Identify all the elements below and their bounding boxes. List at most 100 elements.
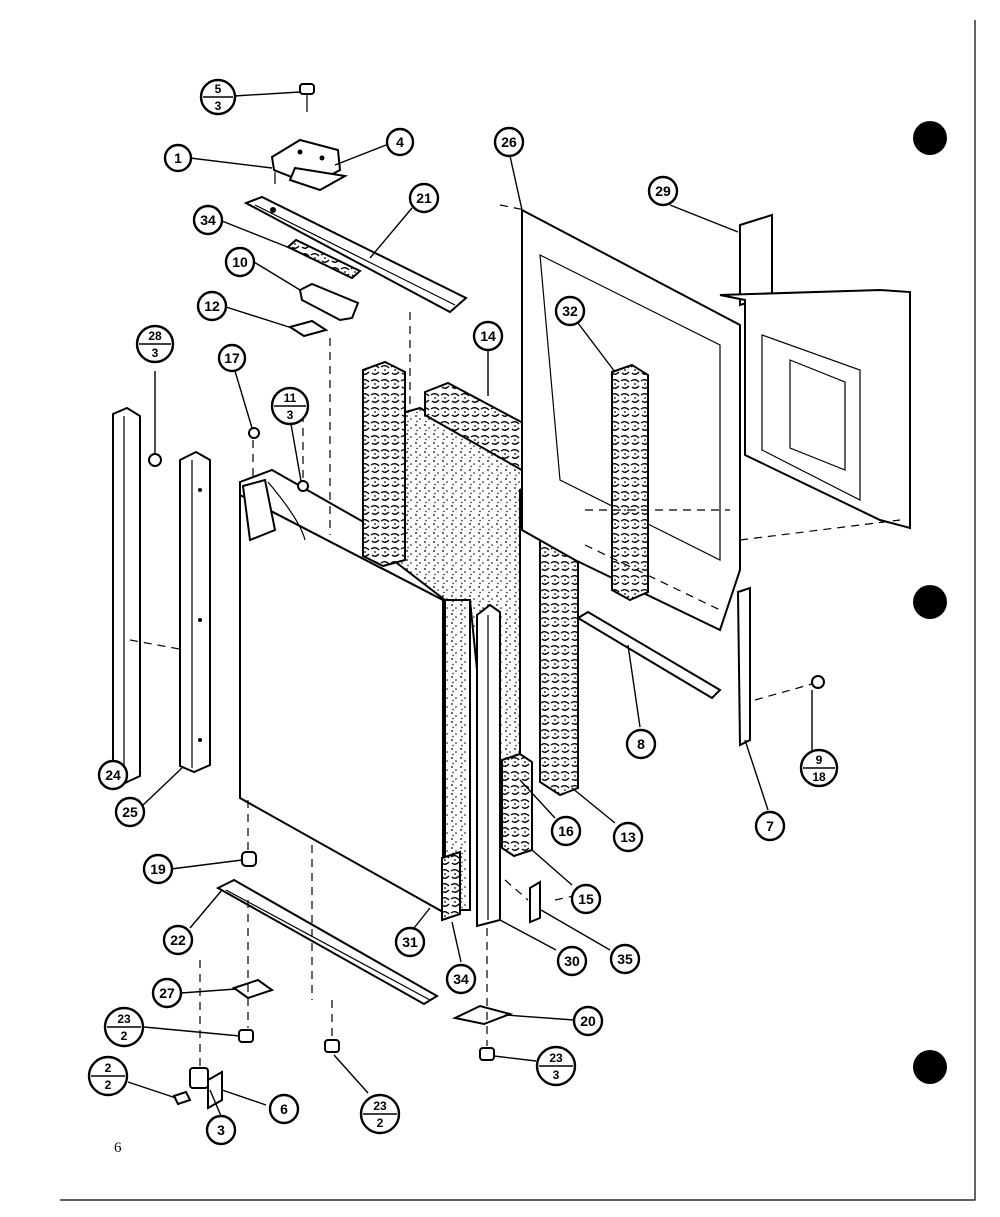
part-gasket-left: [362, 360, 406, 568]
callout-9-18: 918: [799, 748, 839, 788]
svg-text:22: 22: [170, 932, 186, 948]
svg-text:3: 3: [553, 1068, 560, 1082]
callout-13: 13: [612, 821, 644, 853]
part-clip-35: [529, 880, 541, 924]
callout-11-3: 113: [270, 386, 310, 426]
svg-text:3: 3: [215, 99, 222, 113]
svg-text:29: 29: [655, 183, 671, 199]
callout-27: 27: [151, 977, 183, 1009]
svg-text:32: 32: [562, 303, 578, 319]
svg-text:16: 16: [558, 823, 574, 839]
callout-26: 26: [493, 126, 525, 158]
part-bracket-7: [736, 586, 751, 747]
part-gasket-strip-bottom: [441, 850, 461, 922]
svg-text:6: 6: [280, 1101, 288, 1117]
part-screw-23-left: [238, 1029, 254, 1043]
svg-text:17: 17: [224, 350, 240, 366]
part-plate-27: [231, 978, 275, 1000]
callout-19: 19: [142, 853, 174, 885]
svg-text:2: 2: [105, 1061, 112, 1075]
page-number: 6: [114, 1140, 122, 1156]
svg-text:24: 24: [105, 767, 121, 783]
svg-text:21: 21: [416, 190, 432, 206]
svg-text:35: 35: [617, 951, 633, 967]
assembly-lines: [129, 204, 901, 1068]
part-bushing-19: [241, 851, 257, 867]
callout-12: 12: [196, 290, 228, 322]
svg-text:13: 13: [620, 829, 636, 845]
part-gasket-strip-top: [286, 238, 362, 280]
part-left-trim: [112, 406, 141, 785]
callout-16: 16: [550, 815, 582, 847]
part-divider-32: [611, 363, 649, 602]
svg-text:19: 19: [150, 861, 166, 877]
svg-text:7: 7: [766, 818, 774, 834]
punch-hole-top: [913, 121, 947, 155]
page-frame-line: [60, 20, 976, 1201]
svg-text:3: 3: [152, 346, 159, 360]
part-retainer-strip: [476, 603, 501, 928]
part-screw-23-mid: [324, 1039, 340, 1053]
callout-20: 20: [572, 1005, 604, 1037]
callout-5-3: 53: [199, 78, 237, 116]
callout-1: 1: [163, 143, 193, 173]
svg-text:34: 34: [200, 212, 216, 228]
svg-text:25: 25: [122, 804, 138, 820]
callout-4: 4: [385, 127, 415, 157]
part-top-screw: [299, 83, 315, 112]
part-screw-28: [148, 453, 162, 467]
callout-17: 17: [217, 343, 247, 373]
part-bottom-strip-8: [576, 610, 722, 700]
svg-text:4: 4: [396, 134, 404, 150]
part-bottom-hinge-bar: [215, 878, 439, 1006]
svg-text:28: 28: [148, 329, 162, 343]
svg-text:11: 11: [284, 391, 297, 405]
part-screw-23-right: [479, 1047, 495, 1061]
callout-24: 24: [97, 759, 129, 791]
svg-text:14: 14: [480, 328, 496, 344]
svg-text:23: 23: [373, 1099, 387, 1113]
part-screw-11: [297, 480, 309, 492]
callouts: 1 4 53 34 21 10 12 283 17 113 14 26 29 3…: [87, 78, 839, 1146]
svg-text:34: 34: [453, 971, 469, 987]
svg-text:27: 27: [159, 985, 175, 1001]
callout-34-top: 34: [192, 204, 224, 236]
svg-text:23: 23: [117, 1012, 131, 1026]
callout-23-2-mid: 232: [359, 1093, 401, 1135]
svg-text:3: 3: [287, 408, 294, 422]
part-bottom-bracket: [172, 1067, 223, 1110]
svg-text:26: 26: [501, 134, 517, 150]
svg-text:2: 2: [105, 1078, 112, 1092]
callout-25: 25: [114, 796, 146, 828]
svg-text:23: 23: [549, 1051, 563, 1065]
punch-hole-bottom: [913, 1050, 947, 1084]
callout-2-2: 22: [87, 1055, 129, 1097]
svg-text:5: 5: [215, 82, 222, 96]
callout-35: 35: [609, 943, 641, 975]
callout-10: 10: [224, 246, 256, 278]
callout-30: 30: [556, 945, 588, 977]
part-top-channel: [243, 195, 468, 314]
part-bracket-10: [298, 282, 360, 322]
callout-23-2-left: 232: [103, 1006, 145, 1048]
part-screw-17: [248, 427, 260, 439]
callout-23-3: 233: [535, 1045, 577, 1087]
svg-text:1: 1: [174, 150, 182, 166]
callout-31: 31: [394, 926, 426, 958]
callout-28-3: 283: [135, 324, 175, 364]
callout-21: 21: [408, 182, 440, 214]
svg-text:18: 18: [812, 770, 826, 784]
part-hinge-pin-20: [451, 1004, 514, 1026]
callout-14: 14: [472, 320, 504, 352]
leader-lines: [114, 91, 813, 1117]
svg-text:2: 2: [121, 1029, 128, 1043]
part-clip-12: [287, 319, 329, 338]
part-top-hinge: [270, 138, 348, 192]
punch-hole-middle: [913, 585, 947, 619]
callout-7: 7: [754, 810, 786, 842]
callout-3: 3: [205, 1114, 237, 1146]
part-screw-9: [811, 675, 825, 689]
svg-text:12: 12: [204, 298, 220, 314]
part-block-15: [501, 752, 533, 858]
